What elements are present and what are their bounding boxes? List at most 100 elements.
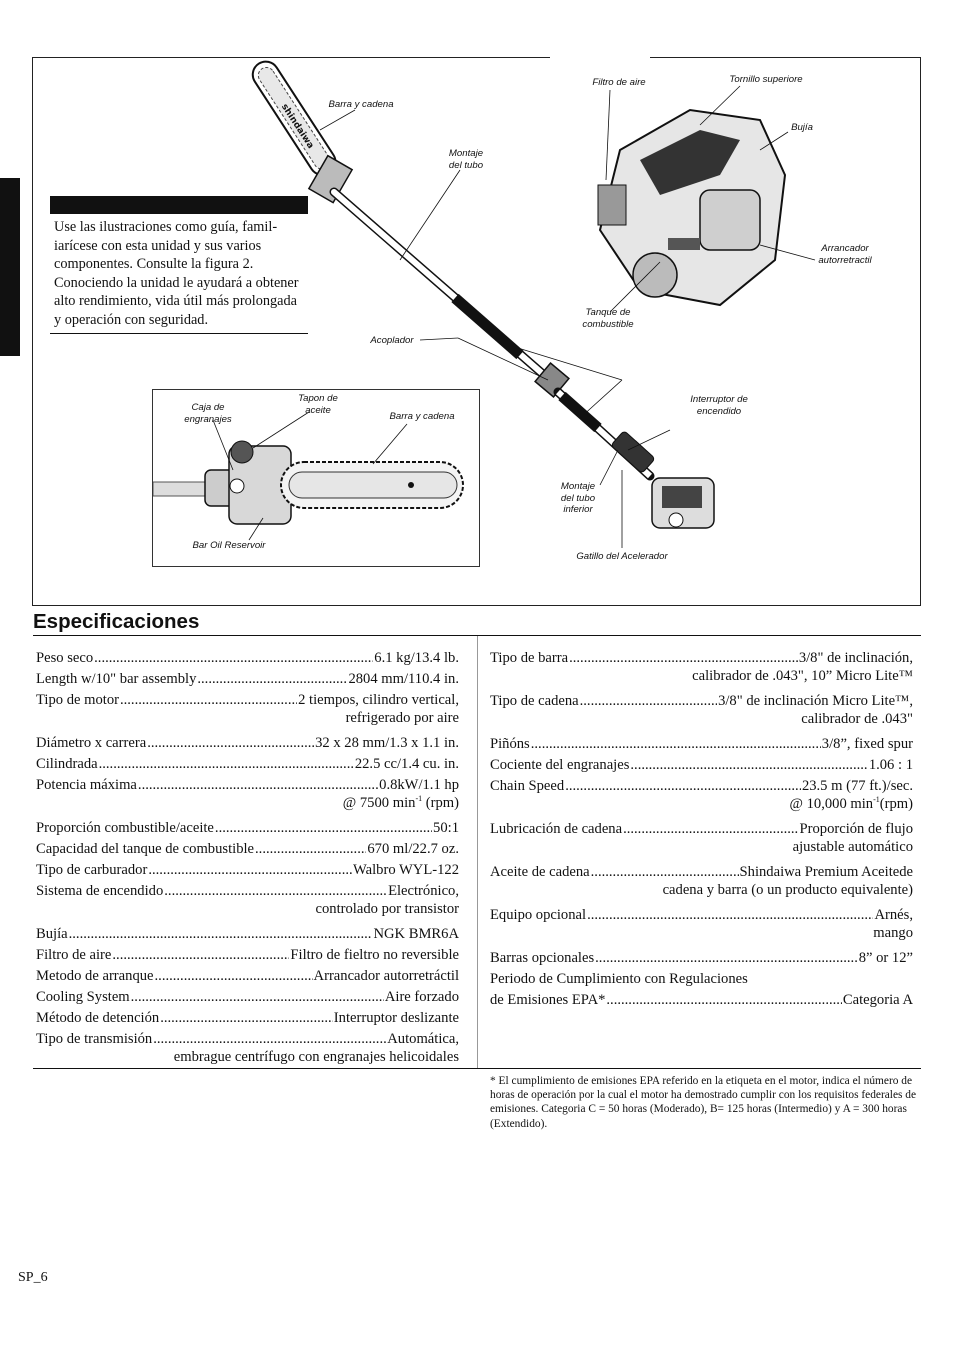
spec-value: Aire forzado xyxy=(384,989,459,1005)
spec-value-continued: calibrador de .043" xyxy=(801,711,913,727)
spec-row: Método de detención Interruptor deslizant… xyxy=(36,1009,459,1027)
spec-row: Bujía NGK BMR6A xyxy=(36,925,459,943)
spec-row: Cociente del engranajes 1.06 : 1 xyxy=(490,756,913,774)
label-gatillo: Gatillo del Acelerador xyxy=(576,551,668,562)
spec-row: Tipo de transmisión Automática, embrague c… xyxy=(36,1030,459,1066)
spec-value-continued: @ 10,000 min-1(rpm) xyxy=(789,795,913,812)
spec-name: Método de detención xyxy=(36,1010,160,1026)
small-engine xyxy=(651,477,715,529)
spec-row: Cilindrada22.5 cc/1.4 cu. in. xyxy=(36,755,459,773)
label-barra-cadena-inset: Barra y cadena xyxy=(389,411,455,422)
spec-row: Metodo de arranqueArrancador autorretrác… xyxy=(36,967,459,985)
spec-name: Bujía xyxy=(36,926,68,942)
spec-row: Potencia máxima0.8kW/1.1 hp@ 7500 min-1 … xyxy=(36,776,459,812)
label-tornillo-superiore: Tornillo superiore xyxy=(729,74,803,85)
spec-name: Potencia máxima xyxy=(36,777,137,793)
spec-value: Automática, xyxy=(387,1031,459,1047)
intro-heading-bar xyxy=(50,196,308,214)
spec-value: 50:1 xyxy=(433,820,459,836)
spec-name: Periodo de Cumplimiento con Regulaciones xyxy=(490,971,748,987)
spec-row: Tipo de carburador Walbro WYL-122 xyxy=(36,861,459,879)
spec-name: de Emisiones EPA* xyxy=(490,992,606,1008)
divider xyxy=(33,635,921,636)
spec-name: Tipo de barra xyxy=(490,650,569,666)
spec-row: Length w/10" bar assembly 2804 mm/110.4 i… xyxy=(36,670,459,688)
page-number: SP_6 xyxy=(18,1270,48,1285)
spec-value: 1.06 : 1 xyxy=(868,757,913,773)
section-title: Especificaciones xyxy=(33,610,200,633)
spec-value: 32 x 28 mm/1.3 x 1.1 in. xyxy=(315,735,459,751)
spec-value: 2804 mm/110.4 in. xyxy=(348,671,459,687)
spec-list-right: Tipo de barra 3/8" de inclinación, calibra… xyxy=(490,649,913,1012)
large-engine xyxy=(597,108,787,307)
spec-name: Barras opcionales xyxy=(490,950,595,966)
spec-row: Tipo de cadena 3/8" de inclinación Micro … xyxy=(490,692,913,728)
spec-name: Length w/10" bar assembly xyxy=(36,671,197,687)
spec-row: Chain Speed 23.5 m (77 ft.)/sec.@ 10,000 … xyxy=(490,777,913,813)
spec-name: Cooling System xyxy=(36,989,130,1005)
label-barra-cadena: Barra y cadena xyxy=(328,99,394,110)
spec-name: Filtro de aire xyxy=(36,947,112,963)
spec-name: Tipo de carburador xyxy=(36,862,148,878)
spec-value-continued: ajustable automático xyxy=(792,839,913,855)
figure-frame xyxy=(32,57,921,606)
spec-value-continued: controlado por transistor xyxy=(315,901,459,917)
spec-value: 6.1 kg/13.4 lb. xyxy=(374,650,459,666)
spec-value: 2 tiempos, cilindro vertical, xyxy=(298,692,459,708)
spec-name: Aceite de cadena xyxy=(490,864,590,880)
spec-row: Capacidad del tanque de combustible 670 m… xyxy=(36,840,459,858)
spec-value-continued: embrague centrífugo con engranajes helic… xyxy=(173,1049,459,1065)
spec-value-continued: cadena y barra (o un producto equivalent… xyxy=(662,882,913,898)
spec-row: Barras opcionales 8” or 12” xyxy=(490,949,913,967)
spec-row: de Emisiones EPA* Categoria A xyxy=(490,991,913,1009)
divider xyxy=(33,1068,921,1069)
spec-row: Aceite de cadena Shindaiwa Premium Aceite… xyxy=(490,863,913,899)
spec-row: Tipo de motor 2 tiempos, cilindro vertica… xyxy=(36,691,459,727)
spec-row: Tipo de barra 3/8" de inclinación, calibra… xyxy=(490,649,913,685)
spec-name: Diámetro x carrera xyxy=(36,735,147,751)
spec-value: 670 ml/22.7 oz. xyxy=(367,841,459,857)
spec-name: Capacidad del tanque de combustible xyxy=(36,841,255,857)
spec-value: 23.5 m (77 ft.)/sec. xyxy=(801,778,913,794)
spec-value: 8” or 12” xyxy=(858,950,913,966)
spec-row: Periodo de Cumplimiento con Regulaciones xyxy=(490,970,913,988)
spec-name: Tipo de cadena xyxy=(490,693,579,709)
spec-value: Shindaiwa Premium Aceitede xyxy=(739,864,913,880)
spec-name: Equipo opcional xyxy=(490,907,587,923)
spec-name: Sistema de encendido xyxy=(36,883,164,899)
spec-name: Chain Speed xyxy=(490,778,565,794)
inset-gearbox-illustration xyxy=(153,411,464,541)
spec-value-continued: @ 7500 min-1 (rpm) xyxy=(342,794,459,811)
spec-value: Walbro WYL-122 xyxy=(353,862,459,878)
label-bujia: Bujía xyxy=(791,122,813,133)
spec-name: Tipo de motor xyxy=(36,692,119,708)
spec-value: Categoria A xyxy=(842,992,913,1008)
spec-value: Filtro de fieltro no reversible xyxy=(290,947,459,963)
inset-figure xyxy=(152,389,480,567)
spec-name: Proporción combustible/aceite xyxy=(36,820,214,836)
spec-value: NGK BMR6A xyxy=(373,926,459,942)
spec-row: Sistema de encendido Electrónico, controla… xyxy=(36,882,459,918)
spec-value-continued: mango xyxy=(873,925,913,941)
spec-value: 3/8" de inclinación, xyxy=(798,650,913,666)
spec-value: 22.5 cc/1.4 cu. in. xyxy=(354,756,459,772)
saw-head xyxy=(307,154,354,204)
spec-name: Piñóns xyxy=(490,736,530,752)
spec-row: Piñóns3/8”, fixed spur xyxy=(490,735,913,753)
spec-value: Interruptor deslizante xyxy=(333,1010,459,1026)
spec-name: Tipo de transmisión xyxy=(36,1031,153,1047)
spec-name: Lubricación de cadena xyxy=(490,821,623,837)
spec-value: 3/8" de inclinación Micro Lite™, xyxy=(718,693,913,709)
spec-value: Electrónico, xyxy=(388,883,459,899)
pole-saw-illustration: shindaiwa xyxy=(251,60,816,548)
spec-name: Cociente del engranajes xyxy=(490,757,630,773)
spec-value-continued: calibrador de .043", 10” Micro Lite™ xyxy=(692,668,913,684)
column-divider xyxy=(477,636,478,1068)
